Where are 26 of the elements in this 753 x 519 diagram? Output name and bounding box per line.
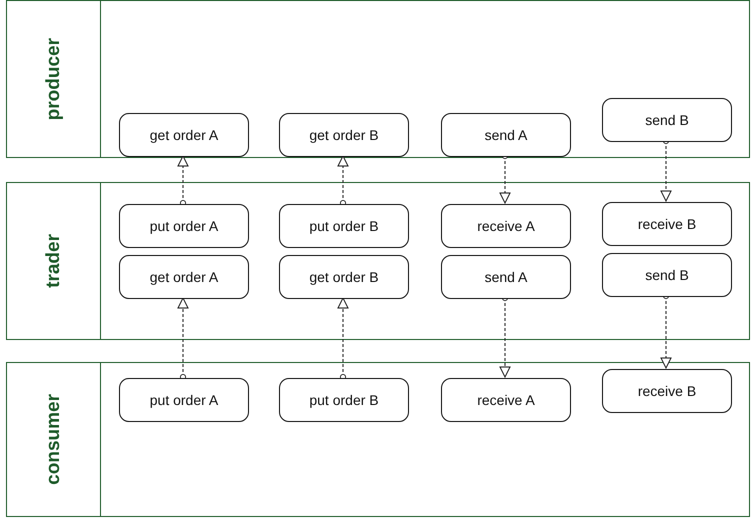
- activity-box: receive A: [441, 378, 571, 422]
- activity-box: put order A: [119, 204, 249, 248]
- activity-box: put order B: [279, 204, 409, 248]
- activity-box: get order B: [279, 255, 409, 299]
- arrow: [338, 298, 348, 380]
- activity-box: send A: [441, 255, 571, 299]
- activity-box: send B: [602, 253, 732, 297]
- swimlane: [6, 182, 750, 340]
- activity-box: receive A: [441, 204, 571, 248]
- lane-title: trader: [42, 234, 64, 288]
- activity-box: put order B: [279, 378, 409, 422]
- swimlane: [6, 0, 750, 158]
- activity-box: receive B: [602, 369, 732, 413]
- activity-box: get order A: [119, 113, 249, 157]
- lane-title: consumer: [42, 394, 64, 485]
- swimlane: [6, 362, 750, 517]
- activity-box: send A: [441, 113, 571, 157]
- activity-box: send B: [602, 98, 732, 142]
- activity-box: receive B: [602, 202, 732, 246]
- arrow: [178, 156, 188, 206]
- activity-box: put order A: [119, 378, 249, 422]
- lane-title: producer: [42, 38, 64, 120]
- activity-box: get order B: [279, 113, 409, 157]
- arrow: [338, 156, 348, 206]
- activity-box: get order A: [119, 255, 249, 299]
- arrow: [178, 298, 188, 380]
